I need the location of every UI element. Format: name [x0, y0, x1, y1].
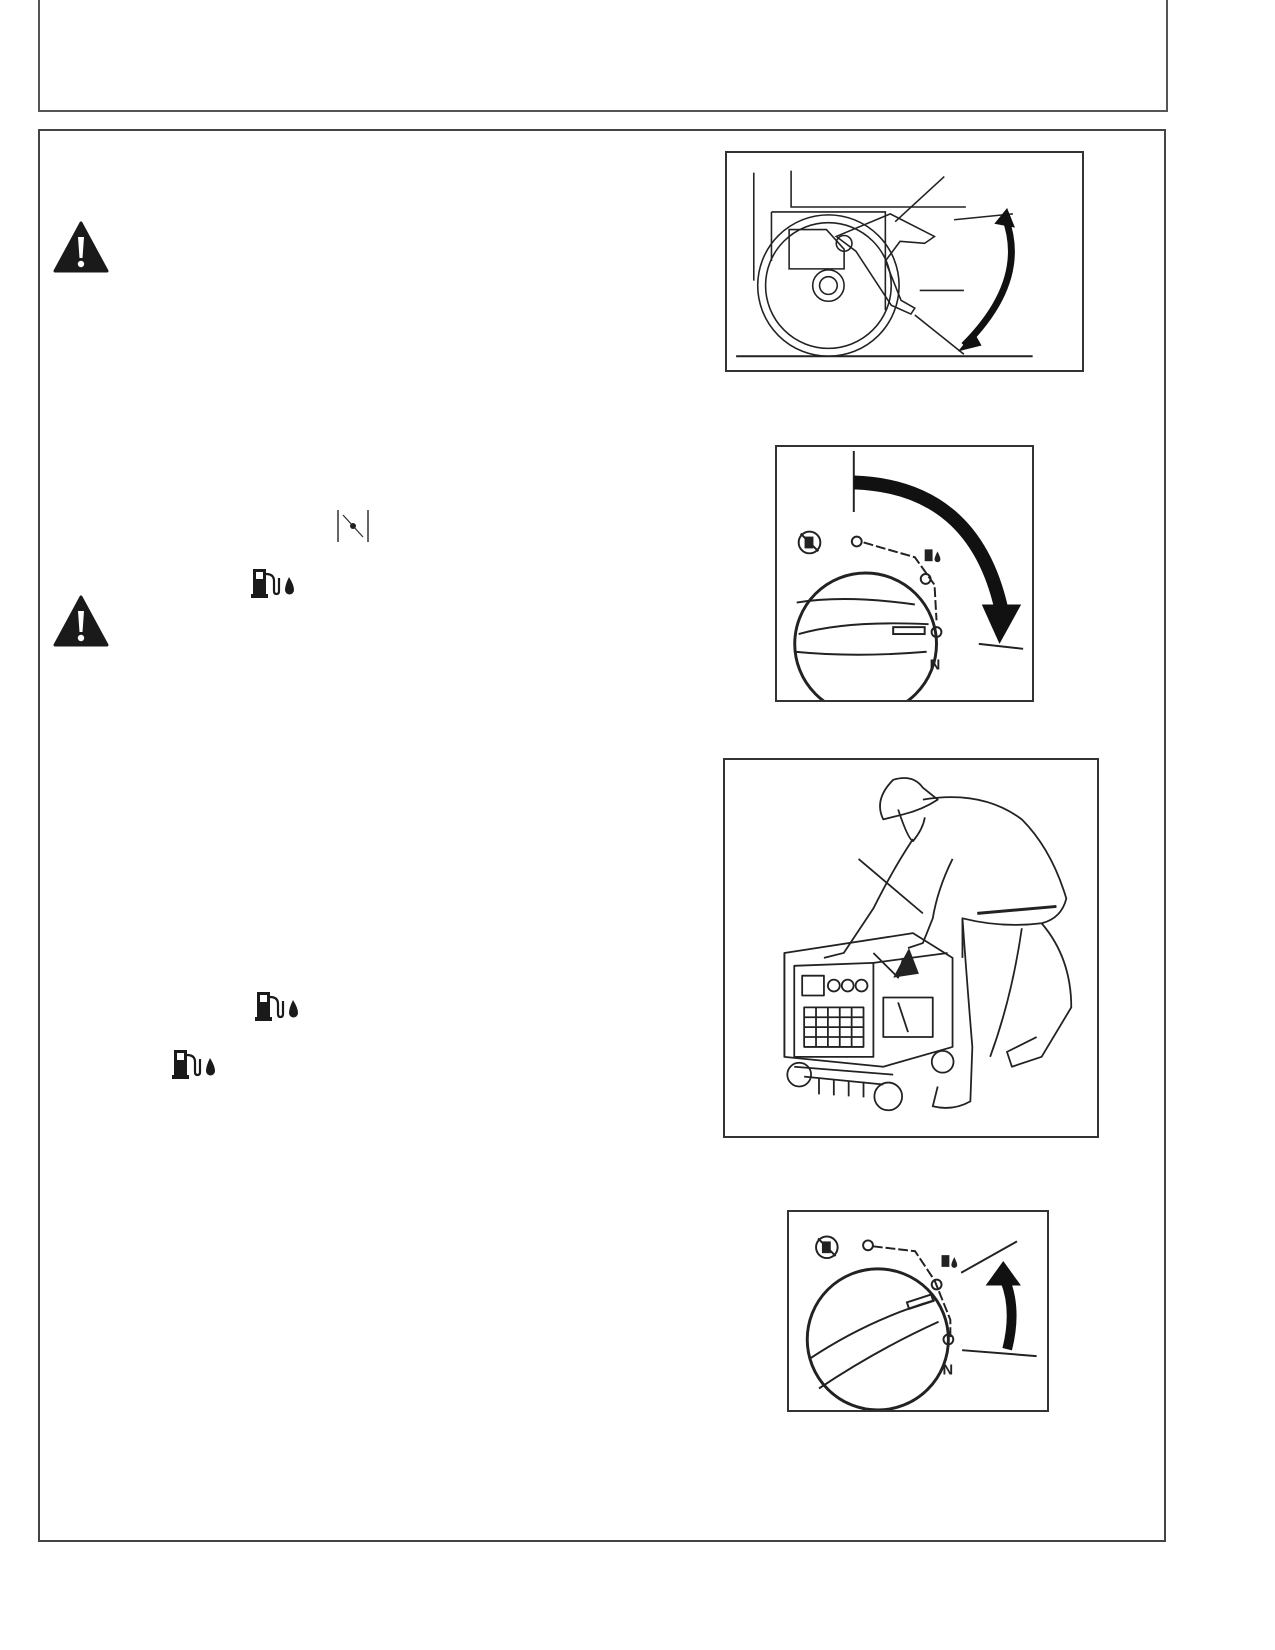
fuel-dial-turn-counterclockwise-illustration: N: [787, 1210, 1049, 1412]
page-header-frame: [38, 0, 1168, 112]
choke-symbol-icon: [336, 509, 370, 543]
fuel-dial-turn-clockwise-illustration: N: [775, 445, 1034, 702]
fuel-on-icon: [172, 1046, 218, 1080]
wheel-brake-lever-illustration: [725, 151, 1084, 372]
warning-triangle-icon: [52, 220, 110, 274]
operator-pushing-generator-illustration: [723, 758, 1099, 1138]
fuel-on-icon: [251, 565, 297, 599]
content-frame: [38, 129, 1166, 1542]
fuel-off-mark: N: [930, 657, 941, 673]
warning-triangle-icon: [52, 594, 110, 648]
fuel-on-icon: [255, 988, 301, 1022]
fuel-off-mark: N: [943, 1363, 954, 1379]
